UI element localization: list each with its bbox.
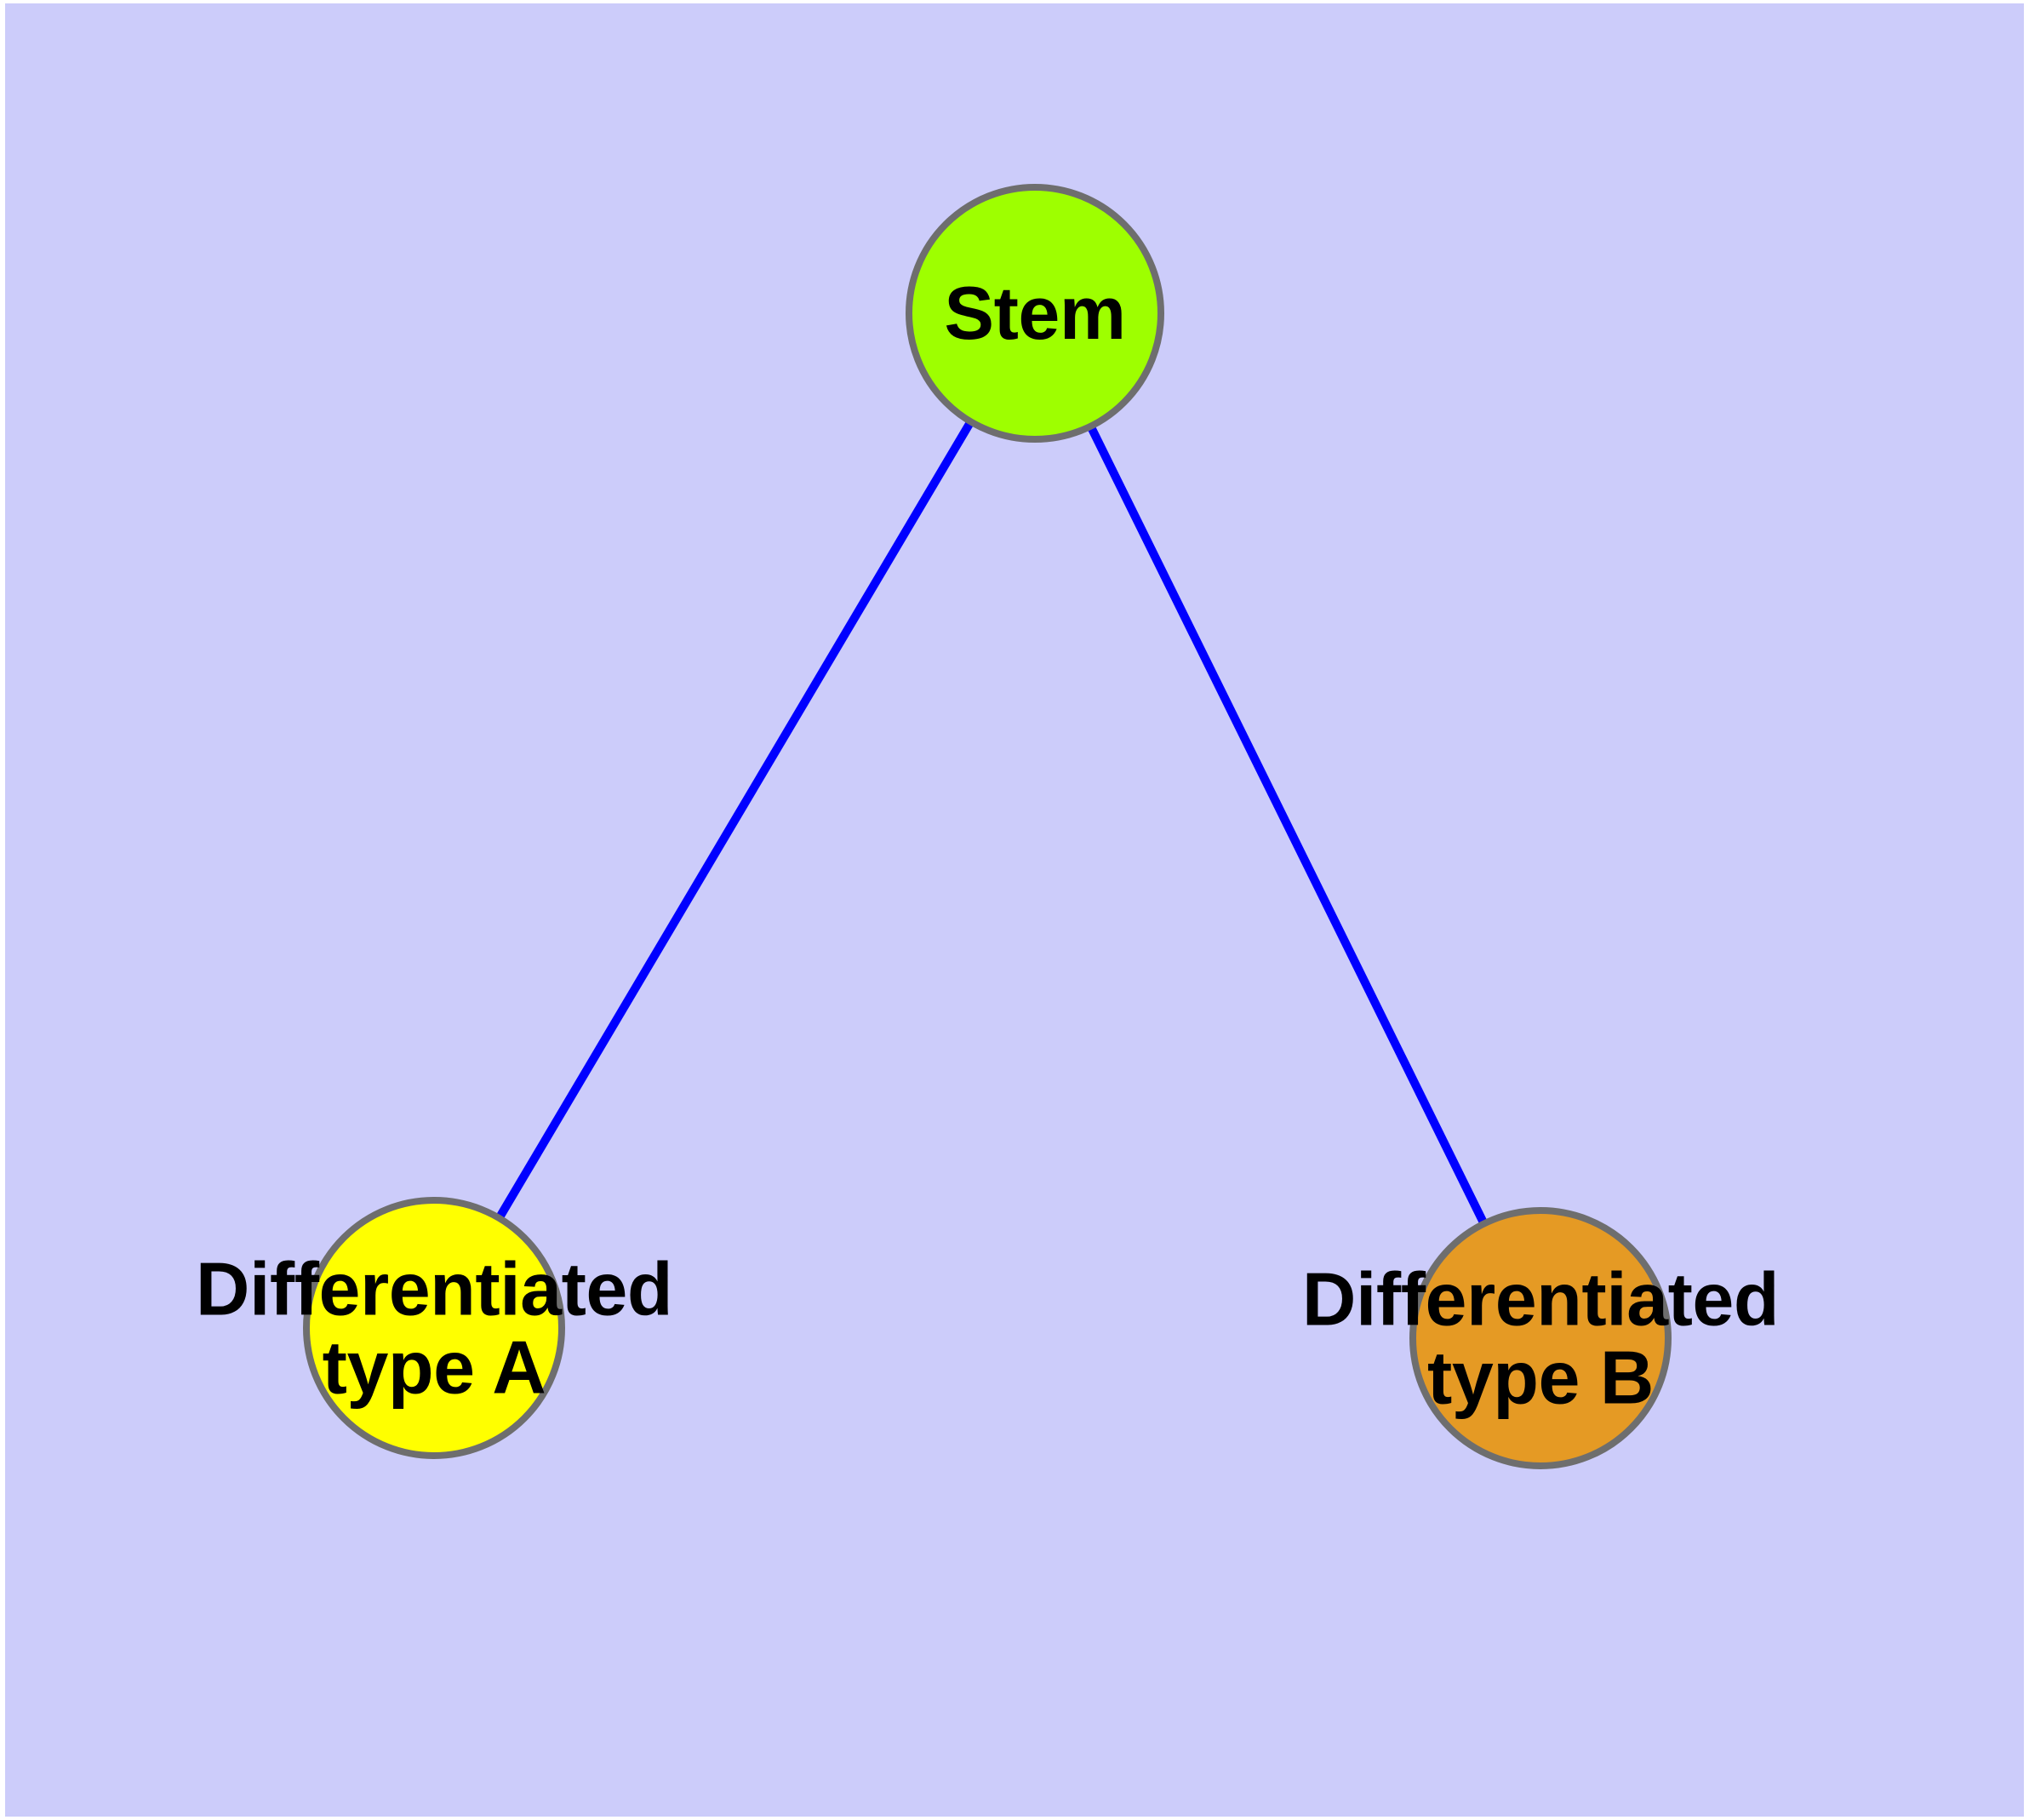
graph-node-stem[interactable] (906, 184, 1164, 443)
node-layer (303, 184, 1672, 1469)
graph-node-diff-b[interactable] (1409, 1207, 1672, 1469)
graph-edge (1086, 422, 1489, 1228)
graph-node-diff-a[interactable] (303, 1197, 565, 1459)
graph-edge (494, 418, 975, 1222)
edge-layer (494, 418, 1489, 1228)
graph-svg (303, 184, 1672, 1469)
